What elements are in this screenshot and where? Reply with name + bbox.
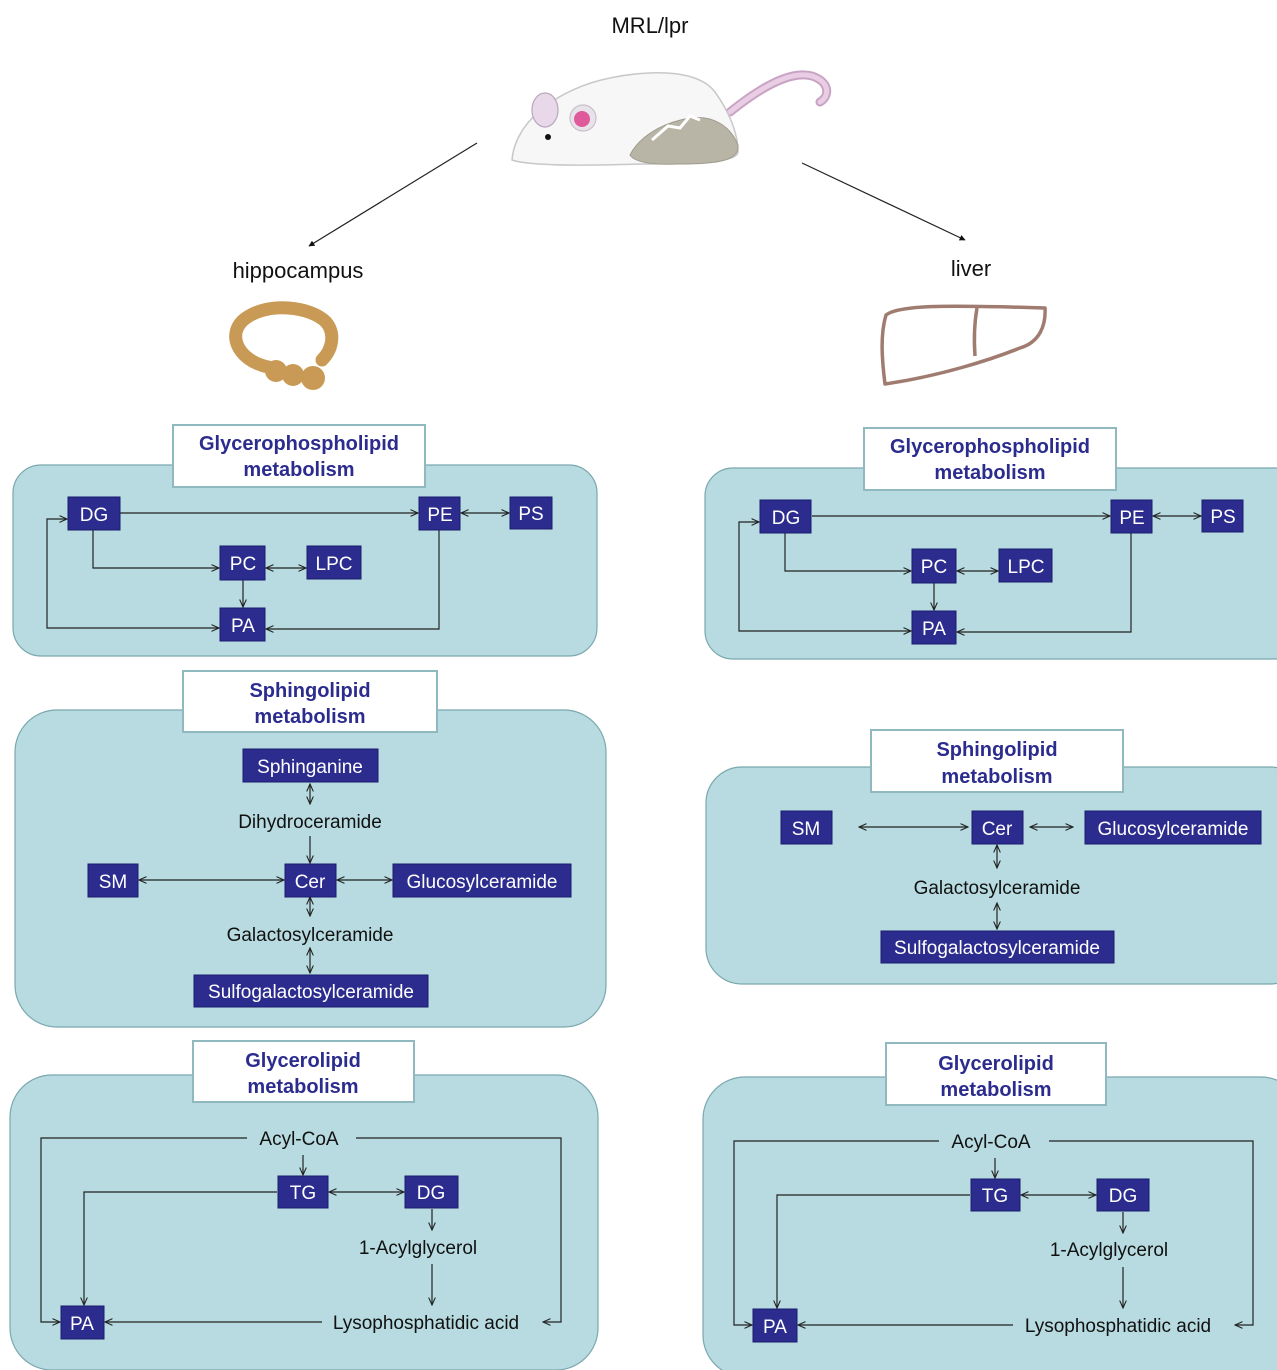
- node-pa-label: PA: [70, 1314, 94, 1335]
- acylcoa-label: Acyl-CoA: [259, 1129, 339, 1150]
- node-sm: [780, 810, 833, 845]
- node-dg-label: DG: [417, 1183, 446, 1204]
- node-tg-label: TG: [290, 1183, 316, 1204]
- node-glucosylceramide: [392, 863, 572, 898]
- hippocampus-label: hippocampus: [233, 258, 364, 283]
- liver-sphingolipid-panel: Sphingolipid metabolism SM Cer Glucosylc…: [705, 729, 1277, 985]
- node-sulfogalactosylceramide-label: Sulfogalactosylceramide: [894, 938, 1100, 959]
- node-pc: [219, 545, 266, 581]
- node-lpc: [306, 545, 362, 580]
- liver-glycerophospholipid-panel: Glycerophospholipid metabolism DG PE PS …: [704, 427, 1277, 660]
- panel-title: Glycerolipid: [938, 1053, 1054, 1075]
- galactosylceramide-label: Galactosylceramide: [914, 878, 1081, 899]
- node-sm: [87, 863, 139, 898]
- liver-glycerolipid-panel: Glycerolipid metabolism Acyl-CoA TG DG 1…: [702, 1042, 1277, 1370]
- node-dg: [1096, 1178, 1150, 1212]
- node-dg: [759, 499, 812, 534]
- strain-label: MRL/lpr: [611, 13, 688, 38]
- node-lpc-label: LPC: [1008, 557, 1045, 578]
- node-sm-label: SM: [99, 872, 128, 893]
- node-pc-label: PC: [230, 554, 256, 575]
- hippo-glycerolipid-panel: Glycerolipid metabolism Acyl-CoA TG DG 1…: [9, 1040, 599, 1370]
- acylglycerol-label: 1-Acylglycerol: [1050, 1240, 1168, 1261]
- panel-title: metabolism: [243, 459, 354, 481]
- panel-title: metabolism: [934, 462, 1045, 484]
- panel-title: Glycerolipid: [245, 1050, 361, 1072]
- dihydroceramide-label: Dihydroceramide: [238, 812, 382, 833]
- panel-title: Glycerophospholipid: [199, 433, 399, 455]
- node-tg-label: TG: [982, 1186, 1008, 1207]
- node-cer-label: Cer: [295, 872, 326, 893]
- node-pa-label: PA: [922, 619, 946, 640]
- hippocampus-icon: [229, 301, 339, 390]
- node-ps-label: PS: [1210, 507, 1235, 528]
- node-pa: [752, 1308, 798, 1343]
- acylcoa-label: Acyl-CoA: [951, 1132, 1031, 1153]
- node-pa-label: PA: [231, 616, 255, 637]
- node-dg-label: DG: [772, 508, 801, 529]
- hippo-sphingolipid-panel: Sphingolipid metabolism Sphinganine Dihy…: [14, 670, 607, 1028]
- node-pe: [1110, 499, 1153, 534]
- mouse-icon: [511, 70, 832, 166]
- arrow-to-liver: [801, 162, 966, 241]
- node-sphinganine: [242, 748, 379, 783]
- panel-title: metabolism: [247, 1076, 358, 1098]
- node-cer-label: Cer: [982, 819, 1013, 840]
- node-pe-label: PE: [427, 505, 452, 526]
- node-ps-label: PS: [518, 504, 543, 525]
- node-pa: [60, 1305, 105, 1340]
- node-pa: [219, 607, 266, 642]
- node-sulfogalactosylceramide: [880, 930, 1115, 964]
- node-lpc-label: LPC: [316, 554, 353, 575]
- node-pc: [911, 548, 957, 584]
- node-dg: [404, 1175, 459, 1209]
- panel-title: Sphingolipid: [936, 739, 1057, 761]
- liver-icon: [880, 304, 1047, 386]
- node-lpc: [998, 548, 1053, 583]
- node-glucosylceramide-label: Glucosylceramide: [407, 872, 558, 893]
- acylglycerol-label: 1-Acylglycerol: [359, 1238, 477, 1259]
- node-ps: [1201, 499, 1244, 533]
- node-pa-label: PA: [763, 1317, 787, 1338]
- node-tg: [277, 1175, 329, 1209]
- node-sulfogalactosylceramide: [193, 974, 429, 1008]
- panel-title: Sphingolipid: [249, 680, 370, 702]
- node-glucosylceramide-label: Glucosylceramide: [1098, 819, 1249, 840]
- galactosylceramide-label: Galactosylceramide: [227, 925, 394, 946]
- node-sphinganine-label: Sphinganine: [257, 757, 363, 778]
- panel-title: metabolism: [254, 706, 365, 728]
- node-cer: [284, 863, 337, 898]
- node-dg-label: DG: [80, 505, 109, 526]
- node-dg: [67, 496, 121, 531]
- panel-title: metabolism: [941, 766, 1052, 788]
- node-dg-label: DG: [1109, 1186, 1138, 1207]
- node-pa: [911, 610, 957, 645]
- liver-label: liver: [951, 256, 991, 281]
- node-pe-label: PE: [1119, 508, 1144, 529]
- node-ps: [509, 496, 553, 530]
- lysophosphatidic-acid-label: Lysophosphatidic acid: [1025, 1316, 1211, 1337]
- node-pe: [418, 496, 461, 531]
- lysophosphatidic-acid-label: Lysophosphatidic acid: [333, 1313, 519, 1334]
- node-cer: [971, 810, 1024, 845]
- hippo-glycerophospholipid-panel: Glycerophospholipid metabolism DG PE PS …: [12, 424, 598, 657]
- node-tg: [970, 1178, 1021, 1212]
- node-pc-label: PC: [921, 557, 947, 578]
- panel-title: metabolism: [940, 1079, 1051, 1101]
- arrow-to-hippocampus: [308, 142, 478, 247]
- node-sm-label: SM: [792, 819, 821, 840]
- node-glucosylceramide: [1084, 810, 1262, 845]
- node-sulfogalactosylceramide-label: Sulfogalactosylceramide: [208, 982, 414, 1003]
- panel-title: Glycerophospholipid: [890, 436, 1090, 458]
